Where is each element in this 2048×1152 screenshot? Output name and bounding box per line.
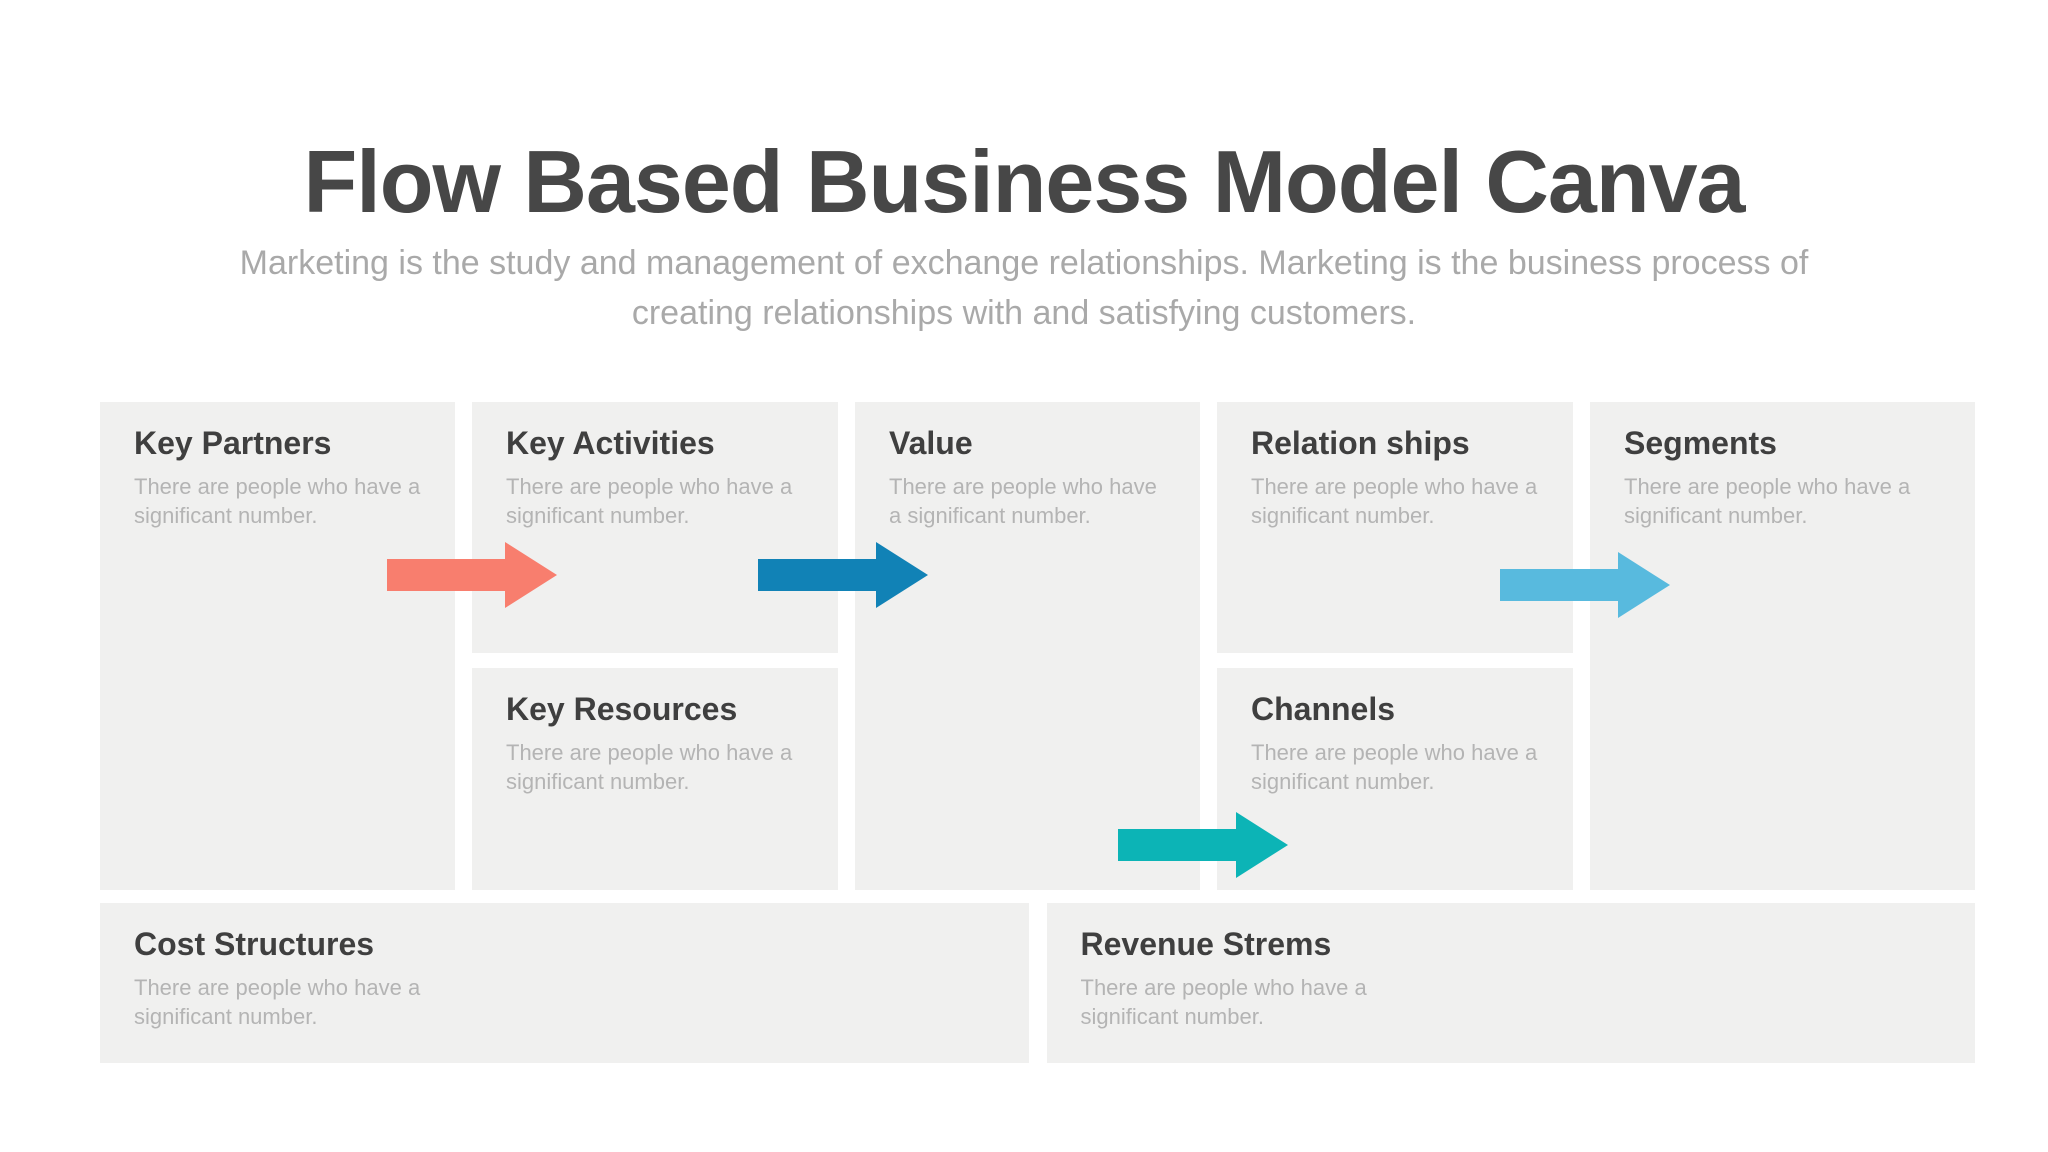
box-revenue-streams: Revenue Strems There are people who have… <box>1046 903 1975 1063</box>
arrow-right-shape <box>1500 552 1670 618</box>
box-key-resources: Key Resources There are people who have … <box>472 668 838 890</box>
arrow-right-icon <box>1118 812 1288 878</box>
box-title: Value <box>889 425 973 461</box>
box-body: There are people who have a significant … <box>1624 473 1911 528</box>
arrow-right-shape <box>387 542 557 608</box>
box-key-activities: Key Activities There are people who have… <box>472 402 838 653</box>
box-relationships: Relation ships There are people who have… <box>1217 402 1573 653</box>
flow-arrow-relationships-to-segments <box>1500 552 1670 618</box>
box-title: Key Partners <box>134 425 332 461</box>
box-body: There are people who have a significant … <box>506 739 793 794</box>
business-model-canvas-grid: Key Partners There are people who have a… <box>100 402 1975 890</box>
box-body: There are people who have a significant … <box>134 473 421 528</box>
box-title: Key Activities <box>506 425 715 461</box>
box-body: There are people who have a significant … <box>134 974 421 1029</box>
box-title: Segments <box>1624 425 1777 461</box>
box-value: Value There are people who have a signif… <box>855 402 1200 890</box>
canvas-bottom-row: Cost Structures There are people who hav… <box>100 903 1975 1063</box>
box-body: There are people who have a significant … <box>1251 473 1538 528</box>
box-title: Cost Structures <box>134 926 375 962</box>
box-title: Revenue Strems <box>1080 926 1332 962</box>
flow-arrow-partners-to-activities <box>387 542 557 608</box>
box-body: There are people who have a significant … <box>1251 739 1538 794</box>
box-title: Relation ships <box>1251 425 1470 461</box>
box-body: There are people who have a significant … <box>506 473 793 528</box>
box-title: Channels <box>1251 691 1396 727</box>
box-body: There are people who have a significant … <box>889 473 1157 528</box>
arrow-right-icon <box>1500 552 1670 618</box>
arrow-right-shape <box>1118 812 1288 878</box>
page-subtitle: Marketing is the study and management of… <box>239 244 1809 333</box>
box-cost-structures: Cost Structures There are people who hav… <box>100 903 1029 1063</box>
box-key-partners: Key Partners There are people who have a… <box>100 402 455 890</box>
box-segments: Segments There are people who have a sig… <box>1590 402 1975 890</box>
flow-arrow-value-to-channels <box>1118 812 1288 878</box>
arrow-right-icon <box>387 542 557 608</box>
arrow-right-shape <box>758 542 928 608</box>
box-body: There are people who have a significant … <box>1080 974 1367 1029</box>
flow-arrow-activities-to-value <box>758 542 928 608</box>
page-title: Flow Based Business Model Canva <box>303 131 1746 231</box>
box-title: Key Resources <box>506 691 738 727</box>
box-channels: Channels There are people who have a sig… <box>1217 668 1573 890</box>
arrow-right-icon <box>758 542 928 608</box>
